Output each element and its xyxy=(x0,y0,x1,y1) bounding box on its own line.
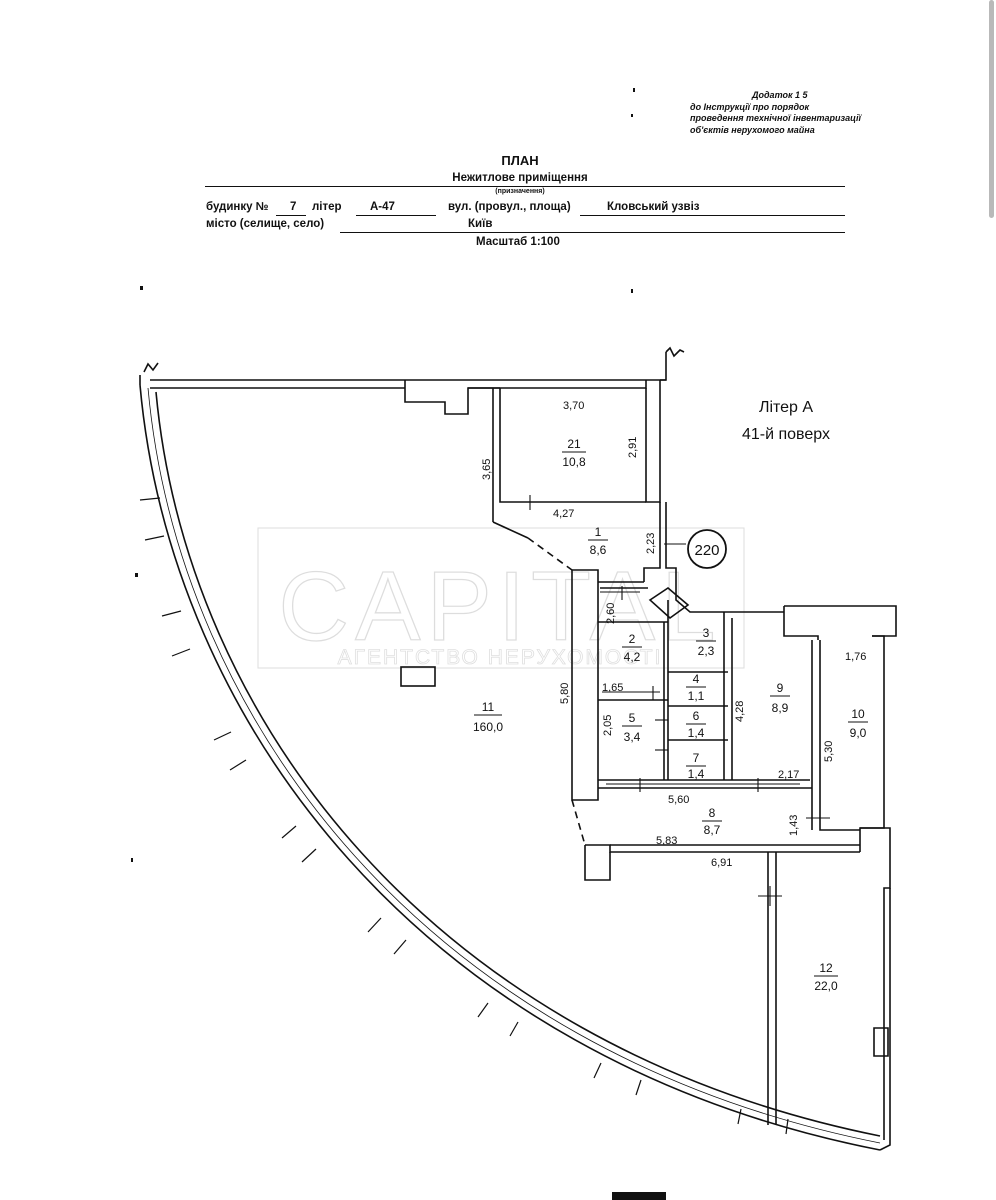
dim-label: 3,70 xyxy=(563,400,584,412)
svg-text:6: 6 xyxy=(693,709,700,723)
watermark-brand: CAPITAL xyxy=(278,551,721,661)
city-label: місто (селище, село) xyxy=(206,218,325,230)
svg-text:1: 1 xyxy=(595,525,602,539)
svg-text:7: 7 xyxy=(693,751,700,765)
room-1-label: 18,6 xyxy=(588,525,608,557)
svg-text:8,7: 8,7 xyxy=(704,823,721,837)
walls xyxy=(139,346,897,1151)
city-rule xyxy=(340,232,845,233)
svg-text:12: 12 xyxy=(819,961,833,975)
liter-rule xyxy=(356,215,436,216)
dim-label: 2,17 xyxy=(778,769,799,781)
room-10-label: 109,0 xyxy=(848,707,868,740)
dim-label: 2,91 xyxy=(627,437,639,458)
building-rule xyxy=(276,215,306,216)
plan-subtitle: Нежитлове приміщення xyxy=(452,172,588,184)
marker-220: 220 xyxy=(687,529,727,569)
scan-marks xyxy=(131,88,666,1200)
svg-text:22,0: 22,0 xyxy=(814,979,838,993)
dim-label: 5,80 xyxy=(559,683,571,704)
room-6-label: 61,4 xyxy=(686,709,706,740)
svg-text:2,3: 2,3 xyxy=(698,644,715,658)
svg-text:11: 11 xyxy=(482,700,495,714)
room-5-label: 53,4 xyxy=(622,711,642,744)
dim-label: 2,23 xyxy=(645,533,657,554)
svg-text:8: 8 xyxy=(709,806,716,820)
room-2-label: 24,2 xyxy=(622,632,642,664)
dimension-labels: 3,70 2,91 3,65 4,27 2,23 2,60 5,80 1,65 … xyxy=(481,400,866,869)
street-label: вул. (провул., площа) xyxy=(448,201,571,213)
subtitle-note: (призначення) xyxy=(495,188,545,195)
annex-line: об'єктів нерухомого майна xyxy=(690,124,815,135)
street-rule xyxy=(580,215,845,216)
scale-label: Масштаб 1:100 xyxy=(476,236,560,248)
room-7-label: 71,4 xyxy=(686,751,706,781)
svg-text:1,4: 1,4 xyxy=(688,767,705,781)
floor-liter: Літер А xyxy=(759,399,813,416)
floor-level: 41-й поверх xyxy=(742,426,830,443)
dim-label: 4,27 xyxy=(553,508,574,520)
annex-line: до Інструкції про порядок xyxy=(690,101,810,112)
room-11-label: 11 160,0 xyxy=(473,700,503,734)
svg-text:160,0: 160,0 xyxy=(473,720,503,734)
room-12-label: 12 22,0 xyxy=(814,961,838,993)
svg-text:1,4: 1,4 xyxy=(688,726,705,740)
svg-text:8,6: 8,6 xyxy=(590,543,607,557)
dim-label: 6,91 xyxy=(711,857,732,869)
room-4-label: 41,1 xyxy=(686,672,706,703)
svg-text:21: 21 xyxy=(567,437,581,451)
window-scrollbar[interactable] xyxy=(989,0,994,218)
dim-label: 5,30 xyxy=(823,741,835,762)
svg-text:10: 10 xyxy=(851,707,865,721)
svg-text:3,4: 3,4 xyxy=(624,730,641,744)
svg-text:9,0: 9,0 xyxy=(850,726,867,740)
dim-label: 1,43 xyxy=(788,815,800,836)
dim-label: 1,76 xyxy=(845,651,866,663)
svg-text:5: 5 xyxy=(629,711,636,725)
street-value: Кловський узвіз xyxy=(607,201,700,213)
dim-label: 5,60 xyxy=(668,794,689,806)
liter-value: А-47 xyxy=(370,201,395,213)
annex-note: Додаток 1 5 до Інструкції про порядок пр… xyxy=(690,90,870,136)
dim-label: 2,05 xyxy=(602,715,614,736)
liter-label: літер xyxy=(312,201,342,213)
watermark-tagline: АГЕНТСТВО НЕРУХОМОСТІ xyxy=(338,646,663,669)
svg-text:4,2: 4,2 xyxy=(624,650,641,664)
svg-text:220: 220 xyxy=(694,542,719,559)
svg-text:1,1: 1,1 xyxy=(688,689,705,703)
svg-text:8,9: 8,9 xyxy=(772,701,789,715)
room-9-label: 98,9 xyxy=(770,681,790,715)
city-value: Київ xyxy=(468,218,493,230)
annex-line: проведення технічної інвентаризації xyxy=(690,113,861,123)
svg-text:3: 3 xyxy=(703,626,710,640)
dim-label: 2,60 xyxy=(605,603,617,624)
dim-label: 4,28 xyxy=(734,701,746,722)
svg-text:2: 2 xyxy=(629,632,636,646)
room-3-label: 32,3 xyxy=(696,626,716,658)
svg-text:9: 9 xyxy=(777,681,784,695)
room-21-label: 21 10,8 xyxy=(562,437,586,469)
svg-text:10,8: 10,8 xyxy=(562,455,586,469)
dim-label: 5,83 xyxy=(656,835,677,847)
plan-title: ПЛАН xyxy=(501,153,539,168)
dim-label: 3,65 xyxy=(481,459,493,480)
dim-label: 1,65 xyxy=(602,682,623,694)
room-8-label: 88,7 xyxy=(702,806,722,837)
building-number: 7 xyxy=(290,201,297,213)
subtitle-rule xyxy=(205,186,845,187)
building-label: будинку № xyxy=(206,201,269,213)
annex-line: Додаток 1 5 xyxy=(752,90,808,100)
watermark: CAPITAL АГЕНТСТВО НЕРУХОМОСТІ xyxy=(257,527,745,669)
svg-text:4: 4 xyxy=(693,672,700,686)
